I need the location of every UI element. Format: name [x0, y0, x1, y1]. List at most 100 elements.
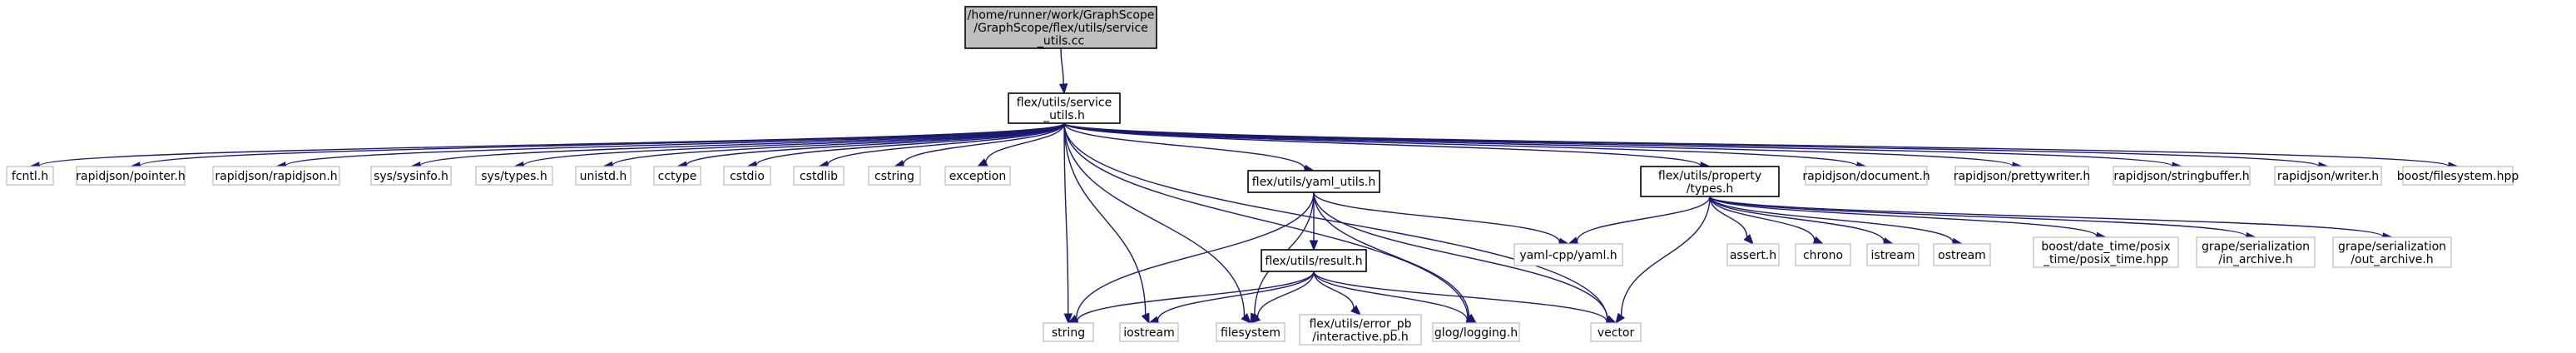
edges-layer — [28, 47, 2460, 326]
node-box — [1954, 166, 2089, 186]
node-label: rapidjson/prettywriter.h — [1954, 170, 2091, 183]
edge-prop_types-to-out_archive — [1709, 196, 2394, 241]
node-box — [76, 166, 186, 186]
node-yaml-utils[interactable]: flex/utils/yaml_utils.h — [1247, 170, 1380, 193]
node-box — [1119, 322, 1179, 342]
node-label: sys/types.h — [481, 170, 547, 183]
edge-root-to-service_utils_h — [1058, 47, 1068, 95]
node-label: cstdlib — [800, 170, 838, 183]
node-cstdlib: cstdlib — [793, 166, 845, 186]
node-cstring: cstring — [868, 166, 921, 186]
node-label: /home/runner/work/GraphScope — [968, 9, 1155, 22]
node-box — [1261, 249, 1367, 272]
node-label: fcntl.h — [12, 170, 48, 183]
node-label: rapidjson/rapidjson.h — [215, 170, 337, 183]
edge-result_h-to-error_pb — [1313, 271, 1361, 316]
edge-prop_types-to-posix_time — [1709, 196, 2108, 241]
node-label: /GraphScope/flex/utils/service — [973, 22, 1148, 35]
node-filesystem: filesystem — [1216, 322, 1286, 342]
node-box — [964, 6, 1157, 49]
node-box — [944, 166, 1011, 186]
node-label: sys/sysinfo.h — [374, 170, 448, 183]
node-box — [1590, 322, 1642, 342]
node-exception: exception — [944, 166, 1011, 186]
node-box — [723, 166, 771, 186]
node-label: _utils.cc — [1037, 35, 1084, 48]
node-box — [1640, 166, 1780, 197]
node-label: _utils.h — [1043, 109, 1085, 122]
node-label: cctype — [658, 170, 697, 183]
node-service-utils-h[interactable]: flex/utils/service_utils.h — [1008, 92, 1121, 124]
node-rj-document: rapidjson/document.h — [1802, 166, 1930, 186]
node-iostream: iostream — [1119, 322, 1179, 342]
node-cstdio: cstdio — [723, 166, 771, 186]
node-box — [868, 166, 921, 186]
edge-service_utils_h-to-cctype — [676, 122, 1065, 170]
node-out-archive: grape/serialization/out_archive.h — [2332, 236, 2452, 268]
node-label: vector — [1598, 326, 1635, 340]
node-label: assert.h — [1730, 249, 1776, 262]
node-box — [1513, 243, 1623, 266]
node-label: flex/utils/result.h — [1265, 255, 1362, 268]
node-label: exception — [949, 170, 1006, 183]
node-box — [2402, 166, 2514, 186]
edge-result_h-to-filesystem — [1249, 271, 1315, 324]
node-root: /home/runner/work/GraphScope/GraphScope/… — [964, 6, 1157, 49]
nodes-layer: /home/runner/work/GraphScope/GraphScope/… — [6, 6, 2519, 346]
node-ostream: ostream — [1933, 243, 1991, 266]
node-yamlcpp: yaml-cpp/yaml.h — [1513, 243, 1623, 266]
node-label: boost/date_time/posix — [2041, 240, 2170, 253]
node-unistd: unistd.h — [575, 166, 632, 186]
node-rj-prettywriter: rapidjson/prettywriter.h — [1954, 166, 2091, 186]
node-box — [2113, 166, 2251, 186]
node-cctype: cctype — [653, 166, 701, 186]
node-label: ostream — [1938, 249, 1986, 262]
node-box — [1726, 243, 1780, 266]
node-fcntl: fcntl.h — [6, 166, 54, 186]
node-label: /in_archive.h — [2218, 253, 2292, 266]
node-label: cstdio — [730, 170, 765, 183]
node-istream: istream — [1866, 243, 1920, 266]
node-label: cstring — [874, 170, 914, 183]
node-label: unistd.h — [580, 170, 627, 183]
edge-service_utils_h-to-filesystem — [1063, 122, 1251, 324]
node-box — [2196, 236, 2316, 268]
node-glog: glog/logging.h — [1432, 322, 1520, 342]
node-box — [212, 166, 340, 186]
node-prop-types[interactable]: flex/utils/property/types.h — [1640, 166, 1780, 197]
node-label: rapidjson/document.h — [1802, 170, 1930, 183]
node-label: flex/utils/error_pb — [1309, 317, 1411, 331]
node-error-pb: flex/utils/error_pb/interactive.pb.h — [1299, 314, 1422, 346]
node-box — [1043, 322, 1094, 342]
node-vector: vector — [1590, 322, 1642, 342]
node-label: string — [1052, 326, 1085, 340]
node-label: iostream — [1123, 326, 1175, 340]
node-label: rapidjson/pointer.h — [76, 170, 185, 183]
node-label: glog/logging.h — [1434, 326, 1518, 340]
edge-service_utils_h-to-glog — [1063, 122, 1478, 324]
node-sysinfo: sys/sysinfo.h — [370, 166, 452, 186]
edge-result_h-to-iostream — [1147, 271, 1315, 325]
node-box — [2033, 236, 2179, 268]
node-rj-rapidjson: rapidjson/rapidjson.h — [212, 166, 340, 186]
node-box — [1866, 243, 1920, 266]
node-label: /out_archive.h — [2351, 253, 2433, 266]
node-label: boost/filesystem.hpp — [2397, 170, 2519, 183]
node-box — [1795, 243, 1851, 266]
node-box — [1933, 243, 1991, 266]
node-label: flex/utils/service — [1017, 96, 1112, 109]
node-in-archive: grape/serialization/in_archive.h — [2196, 236, 2316, 268]
edge-service_utils_h-to-iostream — [1063, 122, 1150, 325]
node-label: istream — [1871, 249, 1915, 262]
node-box — [575, 166, 632, 186]
node-box — [1008, 92, 1121, 124]
node-label: /interactive.pb.h — [1312, 331, 1408, 344]
node-label: rapidjson/stringbuffer.h — [2113, 170, 2249, 183]
node-box — [370, 166, 452, 186]
edge-service_utils_h-to-string — [1063, 122, 1073, 325]
node-box — [1432, 322, 1520, 342]
node-box — [1216, 322, 1286, 342]
node-result-h[interactable]: flex/utils/result.h — [1261, 249, 1367, 272]
node-box — [475, 166, 553, 186]
